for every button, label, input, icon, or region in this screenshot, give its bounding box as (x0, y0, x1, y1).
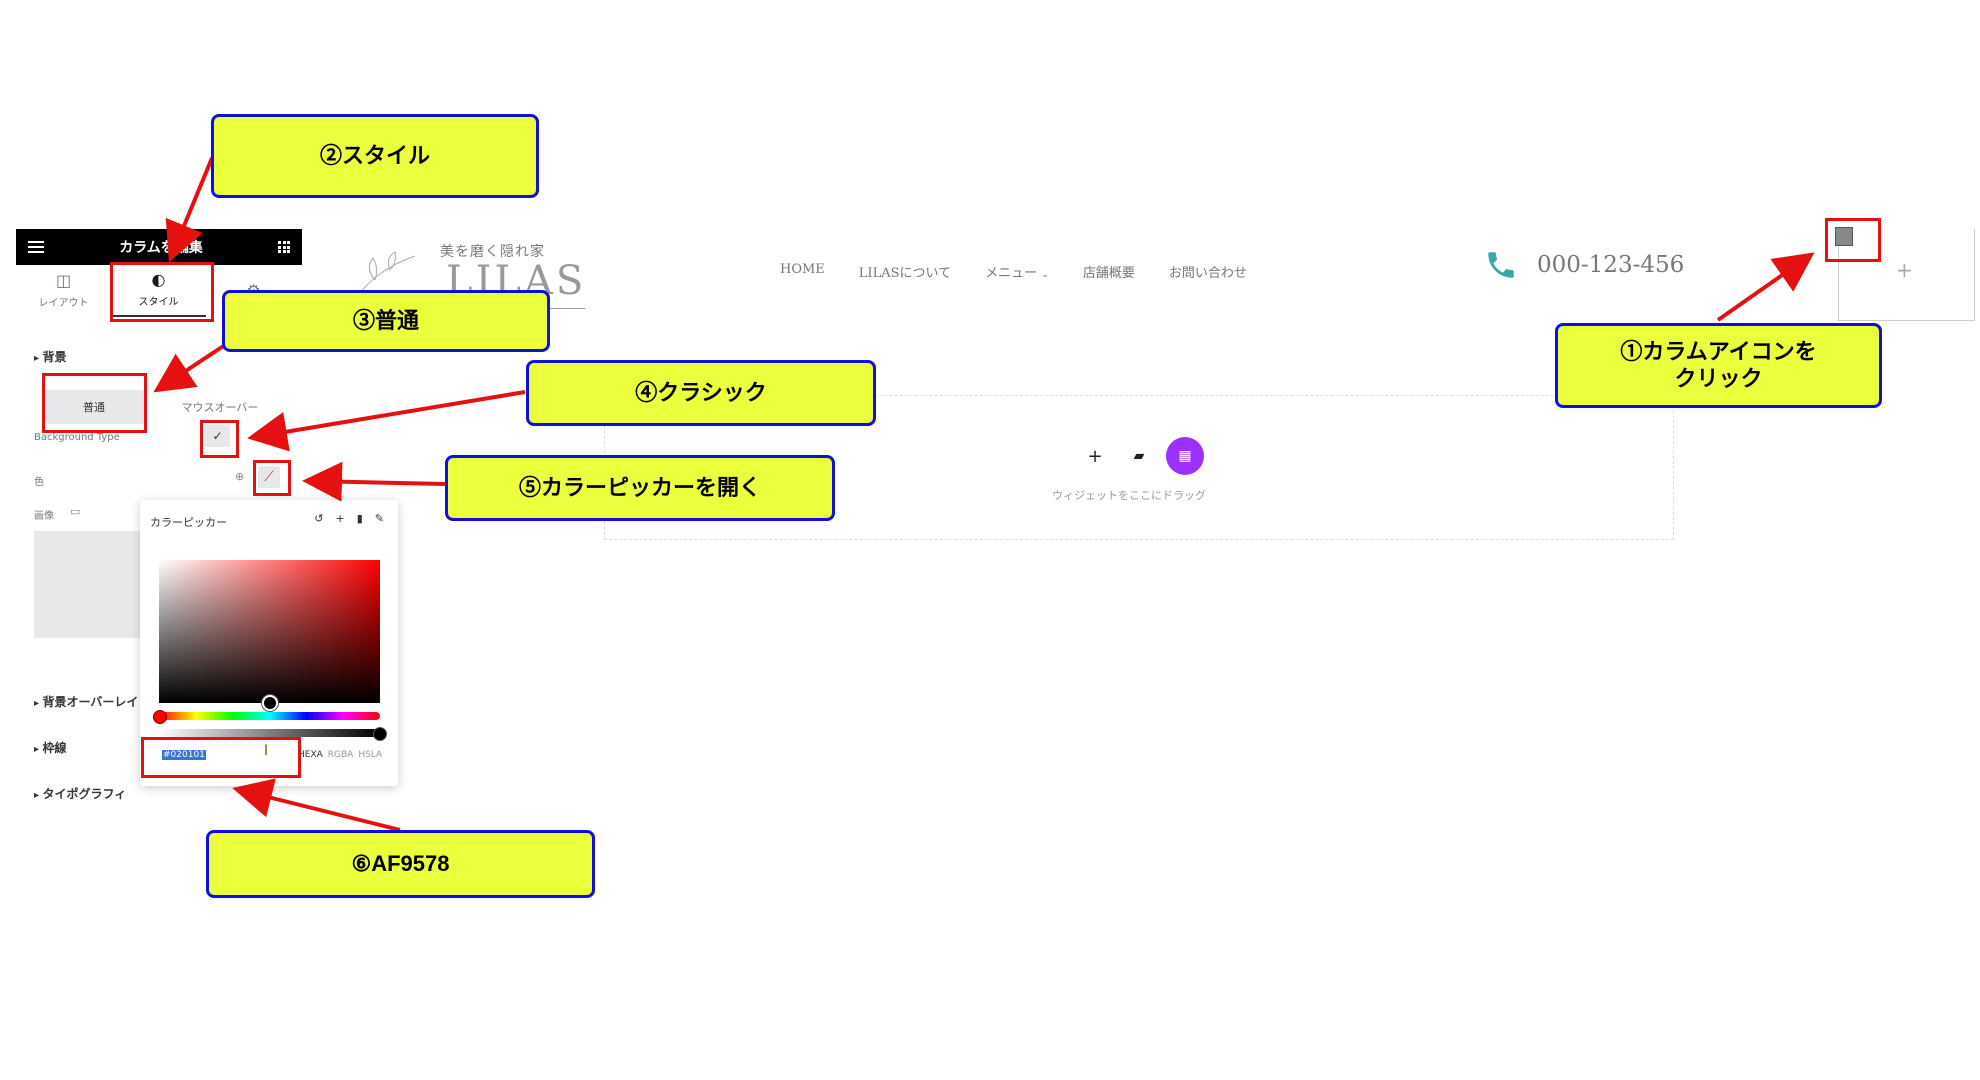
nav-shop-info[interactable]: 店舗概要 (1082, 266, 1135, 281)
tab-layout-label: レイアウト (38, 298, 89, 309)
highlight-normal-tab (42, 373, 147, 433)
highlight-column-icon (1825, 218, 1881, 262)
format-hsla[interactable]: HSLA (358, 750, 383, 760)
reset-icon[interactable]: ↺ (314, 512, 324, 525)
callout-step3: ③普通 (222, 290, 550, 352)
callout-step6: ⑥AF9578 (206, 830, 595, 898)
column-outline (1838, 229, 1975, 321)
add-icon[interactable]: + (335, 512, 345, 525)
highlight-hex-input (141, 737, 301, 778)
phone-icon (1488, 252, 1514, 278)
alpha-knob[interactable] (373, 727, 387, 741)
widgets-grid-icon[interactable] (278, 241, 290, 253)
menu-icon[interactable] (28, 241, 44, 253)
callout-step1: ①カラムアイコンを クリック (1555, 323, 1882, 408)
format-rgba[interactable]: RGBA (327, 750, 354, 760)
saturation-value-area[interactable] (159, 560, 380, 711)
site-nav: HOME LILASについて メニュー ⌄ 店舗概要 お問い合わせ (780, 262, 1247, 281)
logo-subtitle: 美を磨く隠れ家 (440, 244, 545, 260)
templates-icon[interactable]: ▦ (1166, 437, 1204, 475)
tab-style-label: スタイル (138, 297, 179, 308)
logo-leaf-icon (359, 251, 416, 294)
section-typography[interactable]: タイポグラフィ (34, 785, 127, 802)
hue-slider[interactable] (153, 710, 380, 724)
nav-contact[interactable]: お問い合わせ (1168, 266, 1247, 281)
image-label: 画像 (34, 511, 54, 522)
highlight-style-tab (110, 262, 214, 322)
text-cursor-icon: I (264, 743, 269, 759)
image-placeholder[interactable] (34, 531, 144, 638)
add-section-icon[interactable]: + (1087, 445, 1103, 467)
color-swatch-button[interactable]: ⟋ (258, 466, 280, 488)
nav-home[interactable]: HOME (780, 262, 825, 277)
highlight-color-swatch (253, 460, 291, 496)
section-background-overlay[interactable]: 背景オーバーレイ (34, 693, 139, 710)
background-type-label: Background Type (34, 432, 120, 443)
state-tab-normal[interactable]: 普通 (44, 390, 144, 424)
nav-menu[interactable]: メニュー ⌄ (985, 262, 1049, 281)
responsive-desktop-icon[interactable]: ▭ (70, 505, 81, 518)
hex-input[interactable]: #020101 (162, 750, 206, 760)
section-background[interactable]: 背景 (34, 348, 67, 365)
panel-header: カラムを編集 (16, 229, 302, 265)
folder-icon[interactable]: ▰ (1133, 448, 1145, 464)
phone-number[interactable]: 000-123-456 (1537, 252, 1685, 278)
alpha-slider[interactable] (159, 727, 387, 741)
callout-step2: ②スタイル (211, 114, 539, 198)
section-border[interactable]: 枠線 (34, 739, 67, 756)
callout-step5: ⑤カラーピッカーを開く (445, 455, 835, 521)
contrast-icon: ◐ (151, 270, 166, 289)
color-picker-title: カラーピッカー (150, 516, 227, 529)
hue-knob[interactable] (153, 710, 167, 724)
nav-about[interactable]: LILASについて (858, 266, 952, 281)
dropzone-hint: ウィジェットをここにドラッグ (1052, 489, 1206, 502)
global-icon[interactable]: ⊕ (235, 470, 245, 483)
color-format-switch[interactable]: HEXA RGBA HSLA (298, 750, 382, 760)
format-hexa[interactable]: HEXA (298, 750, 323, 760)
eyedropper-icon[interactable]: ✎ (374, 512, 384, 525)
add-column-icon[interactable]: + (1896, 258, 1913, 282)
color-label: 色 (34, 477, 44, 488)
chevron-down-icon: ⌄ (1041, 270, 1049, 280)
column-handle-icon[interactable] (1835, 227, 1853, 246)
classic-brush-icon[interactable]: ✓ (205, 425, 230, 447)
saturation-handle[interactable] (262, 695, 278, 711)
highlight-classic (200, 420, 239, 458)
callout-step4: ④クラシック (526, 360, 876, 426)
trash-icon[interactable]: ▮ (356, 512, 363, 525)
panel-title: カラムを編集 (119, 240, 203, 256)
state-tab-hover[interactable]: マウスオーバー (181, 401, 259, 414)
tab-layout[interactable]: ◫ レイアウト (16, 265, 111, 317)
tab-style[interactable]: ◐ スタイル (111, 265, 206, 317)
layout-icon: ◫ (55, 271, 72, 290)
nav-menu-label: メニュー (985, 266, 1038, 281)
